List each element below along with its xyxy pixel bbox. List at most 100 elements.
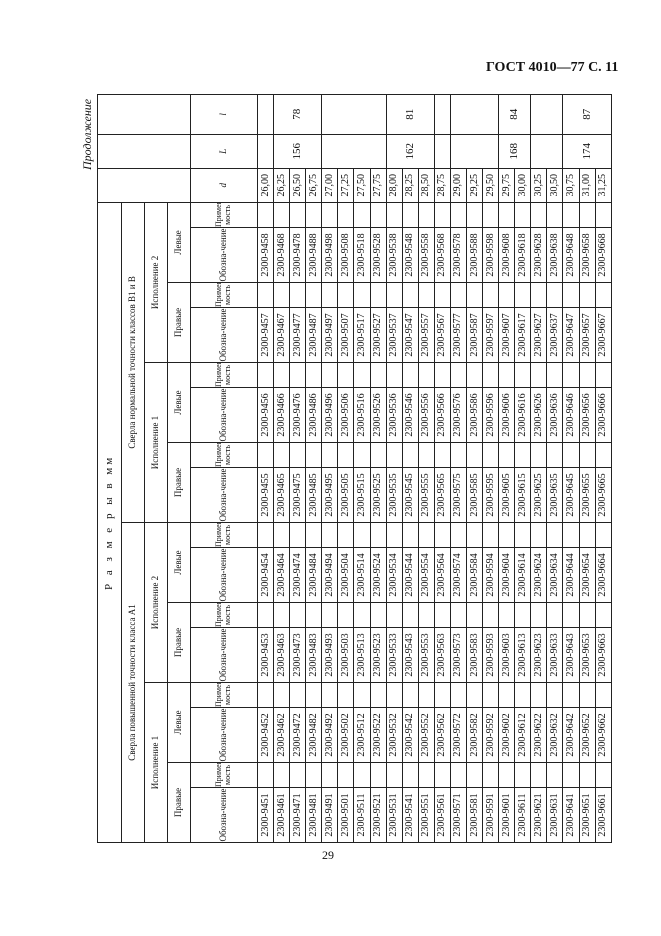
designation-cell: 2300-9564 [434, 547, 451, 603]
designation-cell: 2300-9581 [466, 787, 483, 843]
designation-cell: 2300-9593 [482, 627, 499, 683]
designation-cell: 2300-9591 [482, 787, 499, 843]
designation-cell: 2300-9533 [386, 627, 403, 683]
designation-cell: 2300-9662 [595, 707, 612, 763]
designation-cell: 2300-9491 [321, 787, 338, 843]
applicability-cell [257, 202, 274, 228]
applicability-cell [482, 202, 499, 228]
b-isp2-right: Правые [167, 282, 191, 363]
applicability-cell [337, 442, 354, 468]
applicability-cell [482, 442, 499, 468]
applicability-cell [337, 362, 354, 388]
applicability-cell [289, 762, 306, 788]
applicability-cell [386, 442, 403, 468]
length-total-cell: 156 [273, 134, 322, 169]
applicability-cell [305, 682, 322, 708]
designation-cell: 2300-9511 [353, 787, 371, 843]
designation-cell: 2300-9476 [289, 387, 306, 443]
designation-cell: 2300-9477 [289, 307, 306, 363]
designation-cell: 2300-9518 [353, 227, 371, 283]
designation-cell: 2300-9572 [450, 707, 467, 763]
designation-cell: 2300-9553 [418, 627, 435, 683]
designation-cell: 2300-9543 [402, 627, 419, 683]
applicability-cell [546, 682, 563, 708]
applicability-cell [434, 282, 451, 308]
applicability-cell [402, 442, 419, 468]
designation-cell: 2300-9537 [386, 307, 403, 363]
designation-cell: 2300-9506 [337, 387, 354, 443]
applicability-cell [546, 202, 563, 228]
a1-isp1-left: Левые [167, 682, 191, 763]
page-number: 29 [322, 848, 334, 862]
designation-cell: 2300-9664 [595, 547, 612, 603]
designation-cell: 2300-9453 [257, 627, 274, 683]
designation-cell: 2300-9555 [418, 467, 435, 523]
designation-cell: 2300-9454 [257, 547, 274, 603]
a1-isp2-left: Левые [167, 522, 191, 603]
applicability-cell [257, 602, 274, 628]
applicability-cell [514, 362, 531, 388]
applicability-cell [434, 682, 451, 708]
designation-cell: 2300-9481 [305, 787, 322, 843]
applicability-cell [450, 682, 467, 708]
designation-cell: 2300-9495 [321, 467, 338, 523]
designation-cell: 2300-9582 [466, 707, 483, 763]
applicability-cell [386, 202, 403, 228]
class-b-header: Сверла нормальной точности классов В1 и … [121, 202, 145, 523]
designation-cell: 2300-9472 [289, 707, 306, 763]
designation-cell: 2300-9632 [546, 707, 563, 763]
designation-cell: 2300-9515 [353, 467, 371, 523]
applicability-cell [498, 362, 515, 388]
applicability-cell [546, 762, 563, 788]
applicability-header: Примени-мость [190, 282, 258, 308]
applicability-header: Примени-мость [190, 442, 258, 468]
applicability-cell [514, 282, 531, 308]
designation-cell: 2300-9606 [498, 387, 515, 443]
applicability-cell [579, 682, 596, 708]
applicability-cell [337, 762, 354, 788]
designation-header: Обозна-чение [190, 387, 258, 443]
col-d-header: d [190, 168, 258, 203]
applicability-cell [530, 682, 547, 708]
applicability-cell [498, 202, 515, 228]
diameter-cell: 27,00 [321, 168, 338, 203]
applicability-cell [482, 282, 499, 308]
diameter-cell: 28,75 [434, 168, 451, 203]
designation-cell: 2300-9666 [595, 387, 612, 443]
applicability-cell [257, 362, 274, 388]
designation-cell: 2300-9452 [257, 707, 274, 763]
designation-cell: 2300-9663 [595, 627, 612, 683]
diameter-cell: 28,25 [402, 168, 419, 203]
designation-cell: 2300-9468 [273, 227, 290, 283]
applicability-cell [386, 602, 403, 628]
designation-cell: 2300-9665 [595, 467, 612, 523]
designation-cell: 2300-9494 [321, 547, 338, 603]
designation-cell: 2300-9523 [370, 627, 387, 683]
designation-cell: 2300-9611 [514, 787, 531, 843]
applicability-cell [450, 282, 467, 308]
a1-isp1-right: Правые [167, 762, 191, 843]
designation-header: Обозна-чение [190, 227, 258, 283]
applicability-cell [273, 522, 290, 548]
applicability-cell [466, 602, 483, 628]
designation-cell: 2300-9578 [450, 227, 467, 283]
designation-cell: 2300-9484 [305, 547, 322, 603]
designation-cell: 2300-9596 [482, 387, 499, 443]
length-working-cell: 81 [386, 94, 435, 135]
designation-cell: 2300-9657 [579, 307, 596, 363]
designation-cell: 2300-9517 [353, 307, 371, 363]
applicability-cell [418, 522, 435, 548]
applicability-cell [466, 682, 483, 708]
applicability-cell [353, 762, 371, 788]
applicability-cell [482, 762, 499, 788]
designation-cell: 2300-9568 [434, 227, 451, 283]
applicability-cell [321, 202, 338, 228]
designation-cell: 2300-9651 [579, 787, 596, 843]
applicability-cell [337, 202, 354, 228]
designation-cell: 2300-9624 [530, 547, 547, 603]
